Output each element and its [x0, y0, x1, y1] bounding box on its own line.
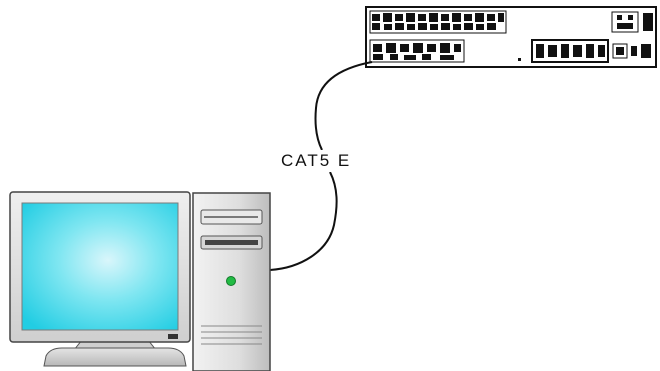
- switch-top-right-badge: [612, 12, 653, 32]
- power-led-icon: [227, 277, 236, 286]
- rack-switch-icon: [366, 7, 656, 67]
- switch-top-ports: [370, 11, 506, 33]
- desktop-computer-icon: [10, 192, 270, 371]
- drive-bay-2: [201, 236, 262, 249]
- monitor-screen: [22, 203, 178, 330]
- drive-bay-1: [201, 210, 262, 224]
- monitor-base: [44, 340, 186, 366]
- monitor-power-button: [168, 334, 178, 339]
- cable-label: CAT5 E: [277, 150, 355, 172]
